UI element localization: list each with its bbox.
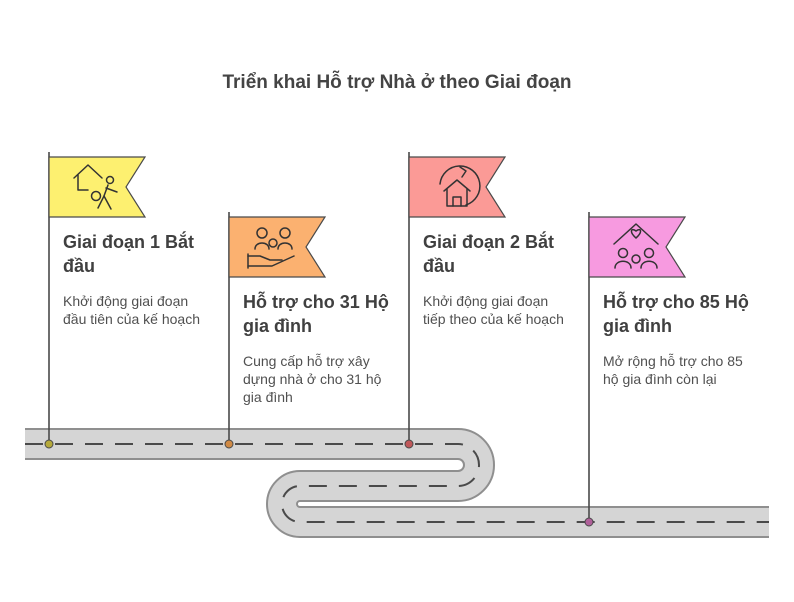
flag-banner (48, 156, 147, 218)
milestone-4-description: Mở rộng hỗ trợ cho 85 hộ gia đình còn lạ… (603, 353, 743, 387)
flag-banner (588, 216, 687, 278)
milestone-3-description: Khởi động giai đoạn tiếp theo của kế hoạ… (423, 293, 564, 327)
road-marker (224, 439, 234, 449)
milestone-2-title: Hỗ trợ cho 31 Hộ gia đình (243, 292, 389, 336)
milestone-3 (404, 152, 507, 449)
road-marker (404, 439, 414, 449)
milestone-4-title: Hỗ trợ cho 85 Hộ gia đình (603, 292, 749, 336)
milestone-2 (224, 212, 327, 449)
milestone-2-description: Cung cấp hỗ trợ xây dựng nhà ở cho 31 hộ… (243, 353, 382, 405)
milestone-1-title: Giai đoạn 1 Bắt đầu (63, 232, 195, 276)
house-cycle-icon (439, 165, 481, 207)
flag-banner (228, 216, 327, 278)
milestone-3-title: Giai đoạn 2 Bắt đầu (423, 232, 555, 276)
diagram-title: Triển khai Hỗ trợ Nhà ở theo Giai đoạn (222, 72, 572, 93)
hand-family-icon (247, 227, 295, 269)
milestone-4 (584, 212, 687, 527)
house-person-icon (73, 164, 118, 210)
road-marker (44, 439, 54, 449)
road-surface (25, 430, 769, 536)
milestone-1-description: Khởi động giai đoạn đầu tiên của kế hoạc… (63, 293, 200, 327)
house-family-heart-icon (613, 223, 659, 269)
milestone-1 (44, 152, 147, 449)
road-lane-markings (25, 443, 769, 523)
road-marker (584, 517, 594, 527)
flag-banner (408, 156, 507, 218)
road (25, 428, 769, 538)
